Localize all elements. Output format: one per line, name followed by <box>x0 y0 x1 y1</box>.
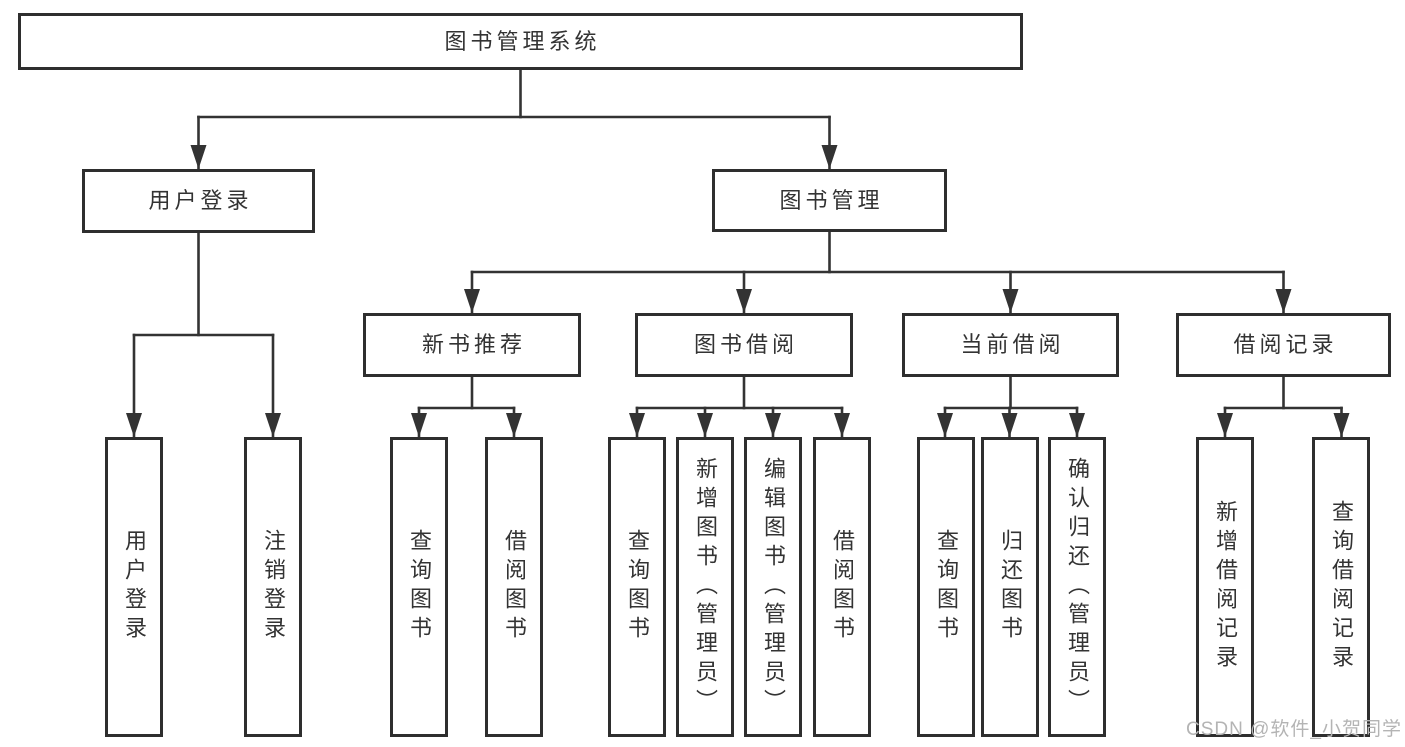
leaf-add-book-admin-label: 新增图书（管理员） <box>693 456 718 718</box>
leaf-logout: 注销登录 <box>244 437 302 737</box>
node-new-book-recommend-label: 新书推荐 <box>421 332 526 357</box>
leaf-borrow-query-books: 查询图书 <box>608 437 666 737</box>
node-book-management: 图书管理 <box>712 169 947 232</box>
node-system-root: 图书管理系统 <box>18 13 1023 70</box>
node-user-login: 用户登录 <box>82 169 315 233</box>
leaf-query-borrow-record: 查询借阅记录 <box>1312 437 1370 737</box>
leaf-recommend-query-books-label: 查询图书 <box>407 529 432 645</box>
node-book-borrow-label: 图书借阅 <box>693 332 798 357</box>
leaf-query-borrow-record-label: 查询借阅记录 <box>1329 500 1354 674</box>
node-current-borrow-label: 当前借阅 <box>960 332 1065 357</box>
node-book-management-label: 图书管理 <box>779 187 884 213</box>
leaf-borrow-books: 借阅图书 <box>813 437 871 737</box>
leaf-edit-book-admin-label: 编辑图书（管理员） <box>761 456 786 718</box>
node-user-login-label: 用户登录 <box>148 188 253 213</box>
node-system-root-label: 图书管理系统 <box>444 28 601 54</box>
node-current-borrow: 当前借阅 <box>902 313 1119 377</box>
watermark: CSDN @软件_小贺同学 <box>1186 719 1402 740</box>
leaf-borrow-books-label: 借阅图书 <box>830 529 855 645</box>
leaf-return-books: 归还图书 <box>981 437 1039 737</box>
leaf-add-book-admin: 新增图书（管理员） <box>676 437 734 737</box>
leaf-edit-book-admin: 编辑图书（管理员） <box>744 437 802 737</box>
leaf-user-login-label: 用户登录 <box>122 529 147 645</box>
leaf-recommend-borrow-books: 借阅图书 <box>485 437 543 737</box>
node-book-borrow: 图书借阅 <box>635 313 853 377</box>
node-borrow-records-label: 借阅记录 <box>1233 332 1338 357</box>
leaf-return-books-label: 归还图书 <box>998 529 1023 645</box>
leaf-recommend-borrow-books-label: 借阅图书 <box>502 529 527 645</box>
leaf-add-borrow-record-label: 新增借阅记录 <box>1213 500 1238 674</box>
leaf-add-borrow-record: 新增借阅记录 <box>1196 437 1254 737</box>
leaf-recommend-query-books: 查询图书 <box>390 437 448 737</box>
node-borrow-records: 借阅记录 <box>1176 313 1391 377</box>
leaf-confirm-return-admin: 确认归还（管理员） <box>1048 437 1106 737</box>
node-new-book-recommend: 新书推荐 <box>363 313 581 377</box>
leaf-borrow-query-books-label: 查询图书 <box>625 529 650 645</box>
leaf-confirm-return-admin-label: 确认归还（管理员） <box>1065 456 1090 718</box>
leaf-logout-label: 注销登录 <box>261 529 286 645</box>
leaf-current-query-books-label: 查询图书 <box>934 529 959 645</box>
leaf-user-login: 用户登录 <box>105 437 163 737</box>
leaf-current-query-books: 查询图书 <box>917 437 975 737</box>
